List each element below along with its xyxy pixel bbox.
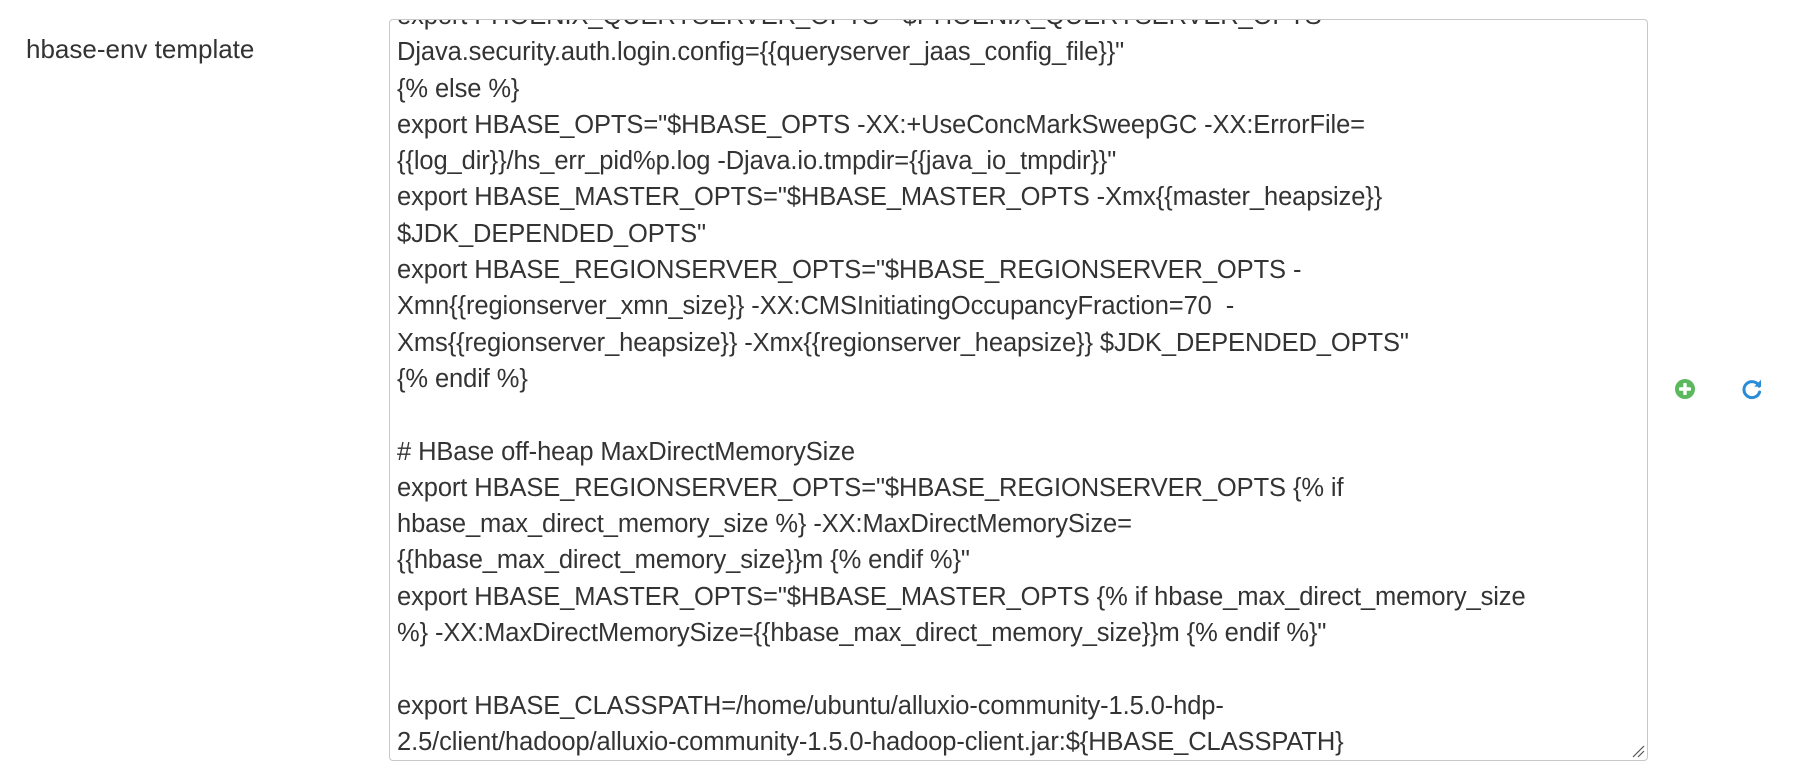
code-line [397,397,1637,433]
code-line: Xms{{regionserver_heapsize}} -Xmx{{regio… [397,328,1409,357]
code-line: $JDK_DEPENDED_OPTS" [397,219,706,248]
code-line: export PHOENIX_QUERYSERVER_OPTS="$PHOENI… [397,20,1637,34]
template-textarea[interactable]: export PHOENIX_QUERYSERVER_OPTS="$PHOENI… [389,19,1648,761]
code-line: Djava.security.auth.login.config={{query… [397,38,1125,67]
field-label: hbase-env template [26,34,255,64]
code-line: {% endif %} [397,364,528,393]
resize-grip-icon[interactable] [1631,744,1645,758]
code-line: {{hbase_max_direct_memory_size}}m {% end… [397,546,970,575]
plus-circle-icon[interactable] [1670,374,1700,404]
code-line: export HBASE_MASTER_OPTS="$HBASE_MASTER_… [397,183,1383,212]
code-line: export HBASE_OPTS="$HBASE_OPTS -XX:+UseC… [397,110,1365,139]
code-line: export HBASE_REGIONSERVER_OPTS="$HBASE_R… [397,256,1302,285]
code-line: {{log_dir}}/hs_err_pid%p.log -Djava.io.t… [397,147,1117,176]
code-line: %} -XX:MaxDirectMemorySize={{hbase_max_d… [397,619,1327,648]
template-content[interactable]: export PHOENIX_QUERYSERVER_OPTS="$PHOENI… [397,20,1637,760]
code-line: {% else %} [397,74,520,103]
property-actions [1670,374,1790,410]
refresh-icon[interactable] [1737,374,1767,404]
code-line: export HBASE_REGIONSERVER_OPTS="$HBASE_R… [397,473,1344,502]
code-line: Xmn{{regionserver_xmn_size}} -XX:CMSInit… [397,292,1235,321]
code-line: export HBASE_CLASSPATH=/home/ubuntu/allu… [397,691,1224,720]
code-line: # HBase off-heap MaxDirectMemorySize [397,437,855,466]
code-line: hbase_max_direct_memory_size %} -XX:MaxD… [397,510,1132,539]
code-line: 2.5/client/hadoop/alluxio-community-1.5.… [397,727,1344,756]
code-line: export HBASE_MASTER_OPTS="$HBASE_MASTER_… [397,582,1526,611]
code-line [397,651,1637,687]
